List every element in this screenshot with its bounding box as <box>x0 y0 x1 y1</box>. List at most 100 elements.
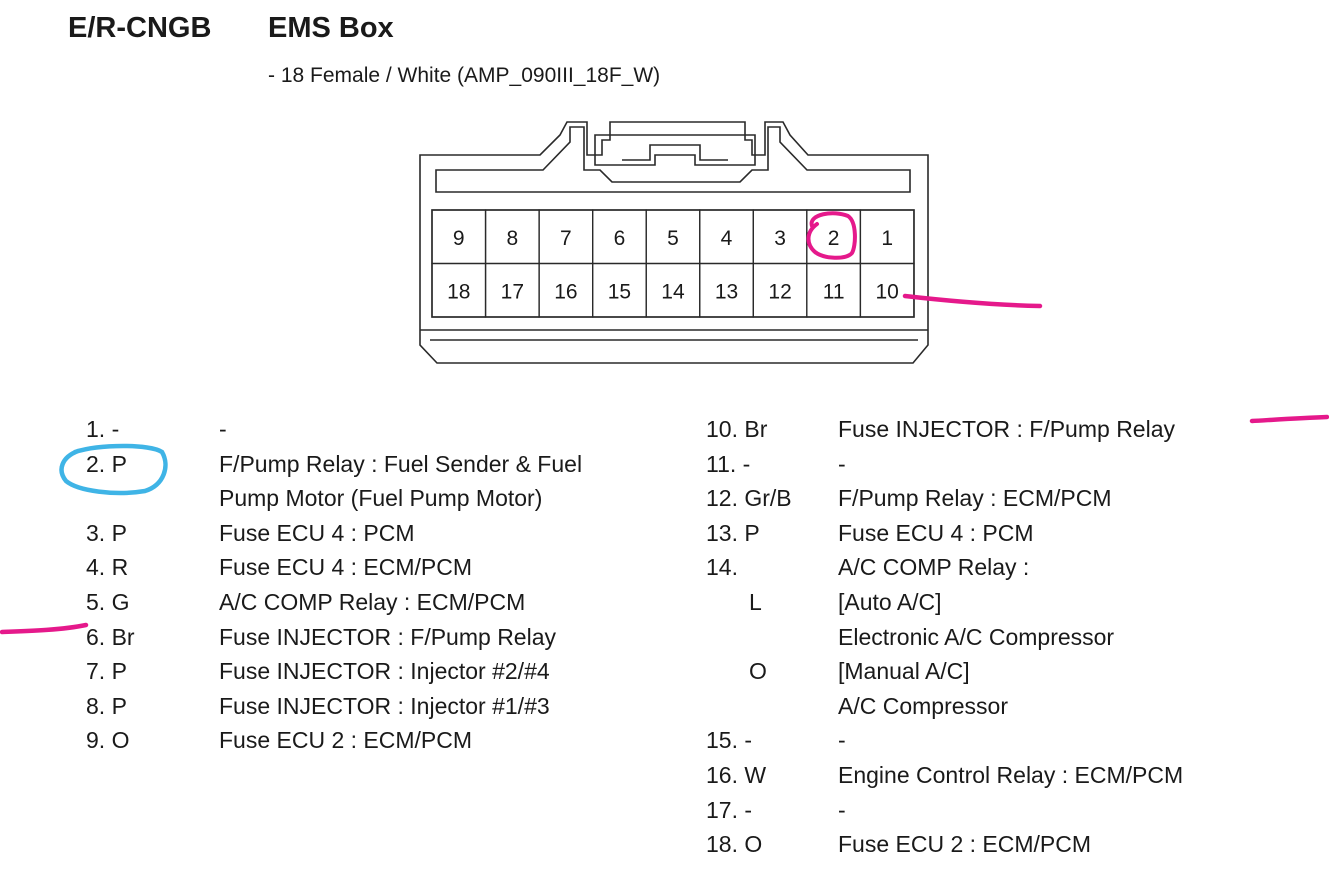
pin-id: 17. - <box>706 796 753 823</box>
pin-list-row: Electronic A/C Compressor <box>706 620 1316 655</box>
pin-number-label: 1 <box>881 227 893 250</box>
pin-number-label: 4 <box>721 227 733 250</box>
pin-number-label: 16 <box>554 280 577 303</box>
pin-list-row: 4. R Fuse ECU 4 : ECM/PCM <box>86 550 686 585</box>
pin-list-row: 1. - - <box>86 412 686 447</box>
pin-number-label: 9 <box>453 227 465 250</box>
pin-id: 8. P <box>86 692 127 719</box>
pin-description: Fuse ECU 2 : ECM/PCM <box>219 727 473 754</box>
pin-id: 18. O <box>706 831 763 858</box>
pin-list-row: 11. - - <box>706 447 1316 482</box>
pin-number-label: 8 <box>506 227 518 250</box>
pin-list-row: 9. O Fuse ECU 2 : ECM/PCM <box>86 723 686 758</box>
pin-description: Engine Control Relay : ECM/PCM <box>838 761 1184 788</box>
pin-list-left: 1. - - 2. P F/Pump Relay : Fuel Sender & Fu… <box>86 412 686 758</box>
pin-id: 15. - <box>706 727 753 754</box>
pin-id: L <box>749 588 762 615</box>
pin-list-row: 7. P Fuse INJECTOR : Injector #2/#4 <box>86 654 686 689</box>
pin-description: Fuse INJECTOR : Injector #1/#3 <box>219 692 550 719</box>
pin-id: 9. O <box>86 727 130 754</box>
pin-list-row: L [Auto A/C] <box>706 585 1316 620</box>
pin-description: A/C COMP Relay : <box>838 554 1030 581</box>
pin-id <box>86 481 219 516</box>
pin-list-row: 13. P Fuse ECU 4 : PCM <box>706 516 1316 551</box>
pin-number-label: 7 <box>560 227 572 250</box>
pin-id: 12. Gr/B <box>706 485 792 512</box>
pin-description: Fuse INJECTOR : F/Pump Relay <box>838 416 1175 442</box>
pin-list-row: 10. Br Fuse INJECTOR : F/Pump Relay <box>706 412 1316 447</box>
pin-description: - <box>838 796 846 823</box>
pin-description: F/Pump Relay : ECM/PCM <box>838 485 1112 512</box>
pin-list-row: 3. P Fuse ECU 4 : PCM <box>86 516 686 551</box>
pin-cell <box>859 262 915 318</box>
pin-id: 13. P <box>706 519 760 546</box>
pin-list-row: 2. P F/Pump Relay : Fuel Sender & Fuel <box>86 447 686 482</box>
pin-id: 11. - <box>706 450 751 477</box>
pin-id <box>706 620 838 655</box>
pin-list-row: 5. G A/C COMP Relay : ECM/PCM <box>86 585 686 620</box>
connector-code: E/R-CNGB <box>68 12 212 44</box>
pin-id: 14. <box>706 554 738 581</box>
pin-labels: 9 8 7 6 5 4 3 2 1 18 17 16 15 14 13 12 11 10 <box>447 227 899 304</box>
pin-id: O <box>749 658 767 685</box>
pin-description: - <box>838 727 846 754</box>
pin-list-row: 6. Br Fuse INJECTOR : F/Pump Relay <box>86 620 686 655</box>
pin-number-label: 3 <box>774 227 786 250</box>
pin-list-row: 14. A/C COMP Relay : <box>706 550 1316 585</box>
pin-list-right: 10. Br Fuse INJECTOR : F/Pump Relay 11. - -… <box>706 412 1316 862</box>
connector-subtitle: - 18 Female / White (AMP_090III_18F_W) <box>268 64 661 87</box>
pin-number-label: 11 <box>823 280 845 303</box>
pin-number-label: 13 <box>715 280 738 303</box>
pin-description: - <box>838 450 846 477</box>
pin-description: A/C Compressor <box>838 692 1008 719</box>
pin-description: [Manual A/C] <box>838 658 970 685</box>
pin-list-row: A/C Compressor <box>706 689 1316 724</box>
pin-list-row: 15. - - <box>706 723 1316 758</box>
pin-description: A/C COMP Relay : ECM/PCM <box>219 588 526 615</box>
pin-id: 6. Br <box>86 623 135 650</box>
pin-10-list-highlight-mark <box>1249 414 1329 424</box>
pin-description: Fuse ECU 4 : ECM/PCM <box>219 554 473 581</box>
pin-number-label: 12 <box>768 280 791 303</box>
pin-list-row: 8. P Fuse INJECTOR : Injector #1/#3 <box>86 689 686 724</box>
pin-id <box>706 689 838 724</box>
pin-description: Fuse INJECTOR : Injector #2/#4 <box>219 658 550 685</box>
pin-description: [Auto A/C] <box>838 588 942 615</box>
pin-description: Fuse ECU 4 : PCM <box>838 519 1034 546</box>
pin-id: 4. R <box>86 554 129 581</box>
pin-description: Fuse INJECTOR : F/Pump Relay <box>219 623 556 650</box>
pin-description: Pump Motor (Fuel Pump Motor) <box>219 485 543 512</box>
pin-number-label: 17 <box>501 280 524 303</box>
pin-number-label: 14 <box>661 280 685 303</box>
pin-description: Electronic A/C Compressor <box>838 623 1115 650</box>
pin-id: 3. P <box>86 519 127 546</box>
pin-list-row: 17. - - <box>706 793 1316 828</box>
pin-number-label: 18 <box>447 280 470 303</box>
pin-id: 10. Br <box>706 416 768 442</box>
pin-number-label: 15 <box>608 280 631 303</box>
pin-list-row: 16. W Engine Control Relay : ECM/PCM <box>706 758 1316 793</box>
pin-id: 1. - <box>86 416 120 442</box>
pin-id: 16. W <box>706 761 767 788</box>
pin-2-list-highlight-circle <box>59 443 168 496</box>
pin-list-row: Pump Motor (Fuel Pump Motor) <box>86 481 686 516</box>
pin-number-label: 5 <box>667 227 679 250</box>
pin-description: Fuse ECU 4 : PCM <box>219 519 415 546</box>
pin-10-highlight-mark <box>902 293 1043 309</box>
pin-description: Fuse ECU 2 : ECM/PCM <box>838 831 1092 858</box>
pin-description: F/Pump Relay : Fuel Sender & Fuel <box>219 450 583 477</box>
pin-id: 2. P <box>86 450 127 477</box>
pin-list-row: 18. O Fuse ECU 2 : ECM/PCM <box>706 827 1316 862</box>
pin-number-label: 2 <box>828 227 840 250</box>
connector-name: EMS Box <box>268 12 394 44</box>
pin-2-highlight-circle <box>806 211 857 260</box>
pin-list-row: O [Manual A/C] <box>706 654 1316 689</box>
pin-id: 5. G <box>86 588 130 615</box>
pin-6-list-highlight-mark <box>0 622 89 635</box>
pin-number-label: 10 <box>875 280 898 303</box>
pin-number-label: 6 <box>614 227 626 250</box>
pin-description: - <box>219 416 227 442</box>
pin-id: 7. P <box>86 658 127 685</box>
pin-list-row: 12. Gr/B F/Pump Relay : ECM/PCM <box>706 481 1316 516</box>
